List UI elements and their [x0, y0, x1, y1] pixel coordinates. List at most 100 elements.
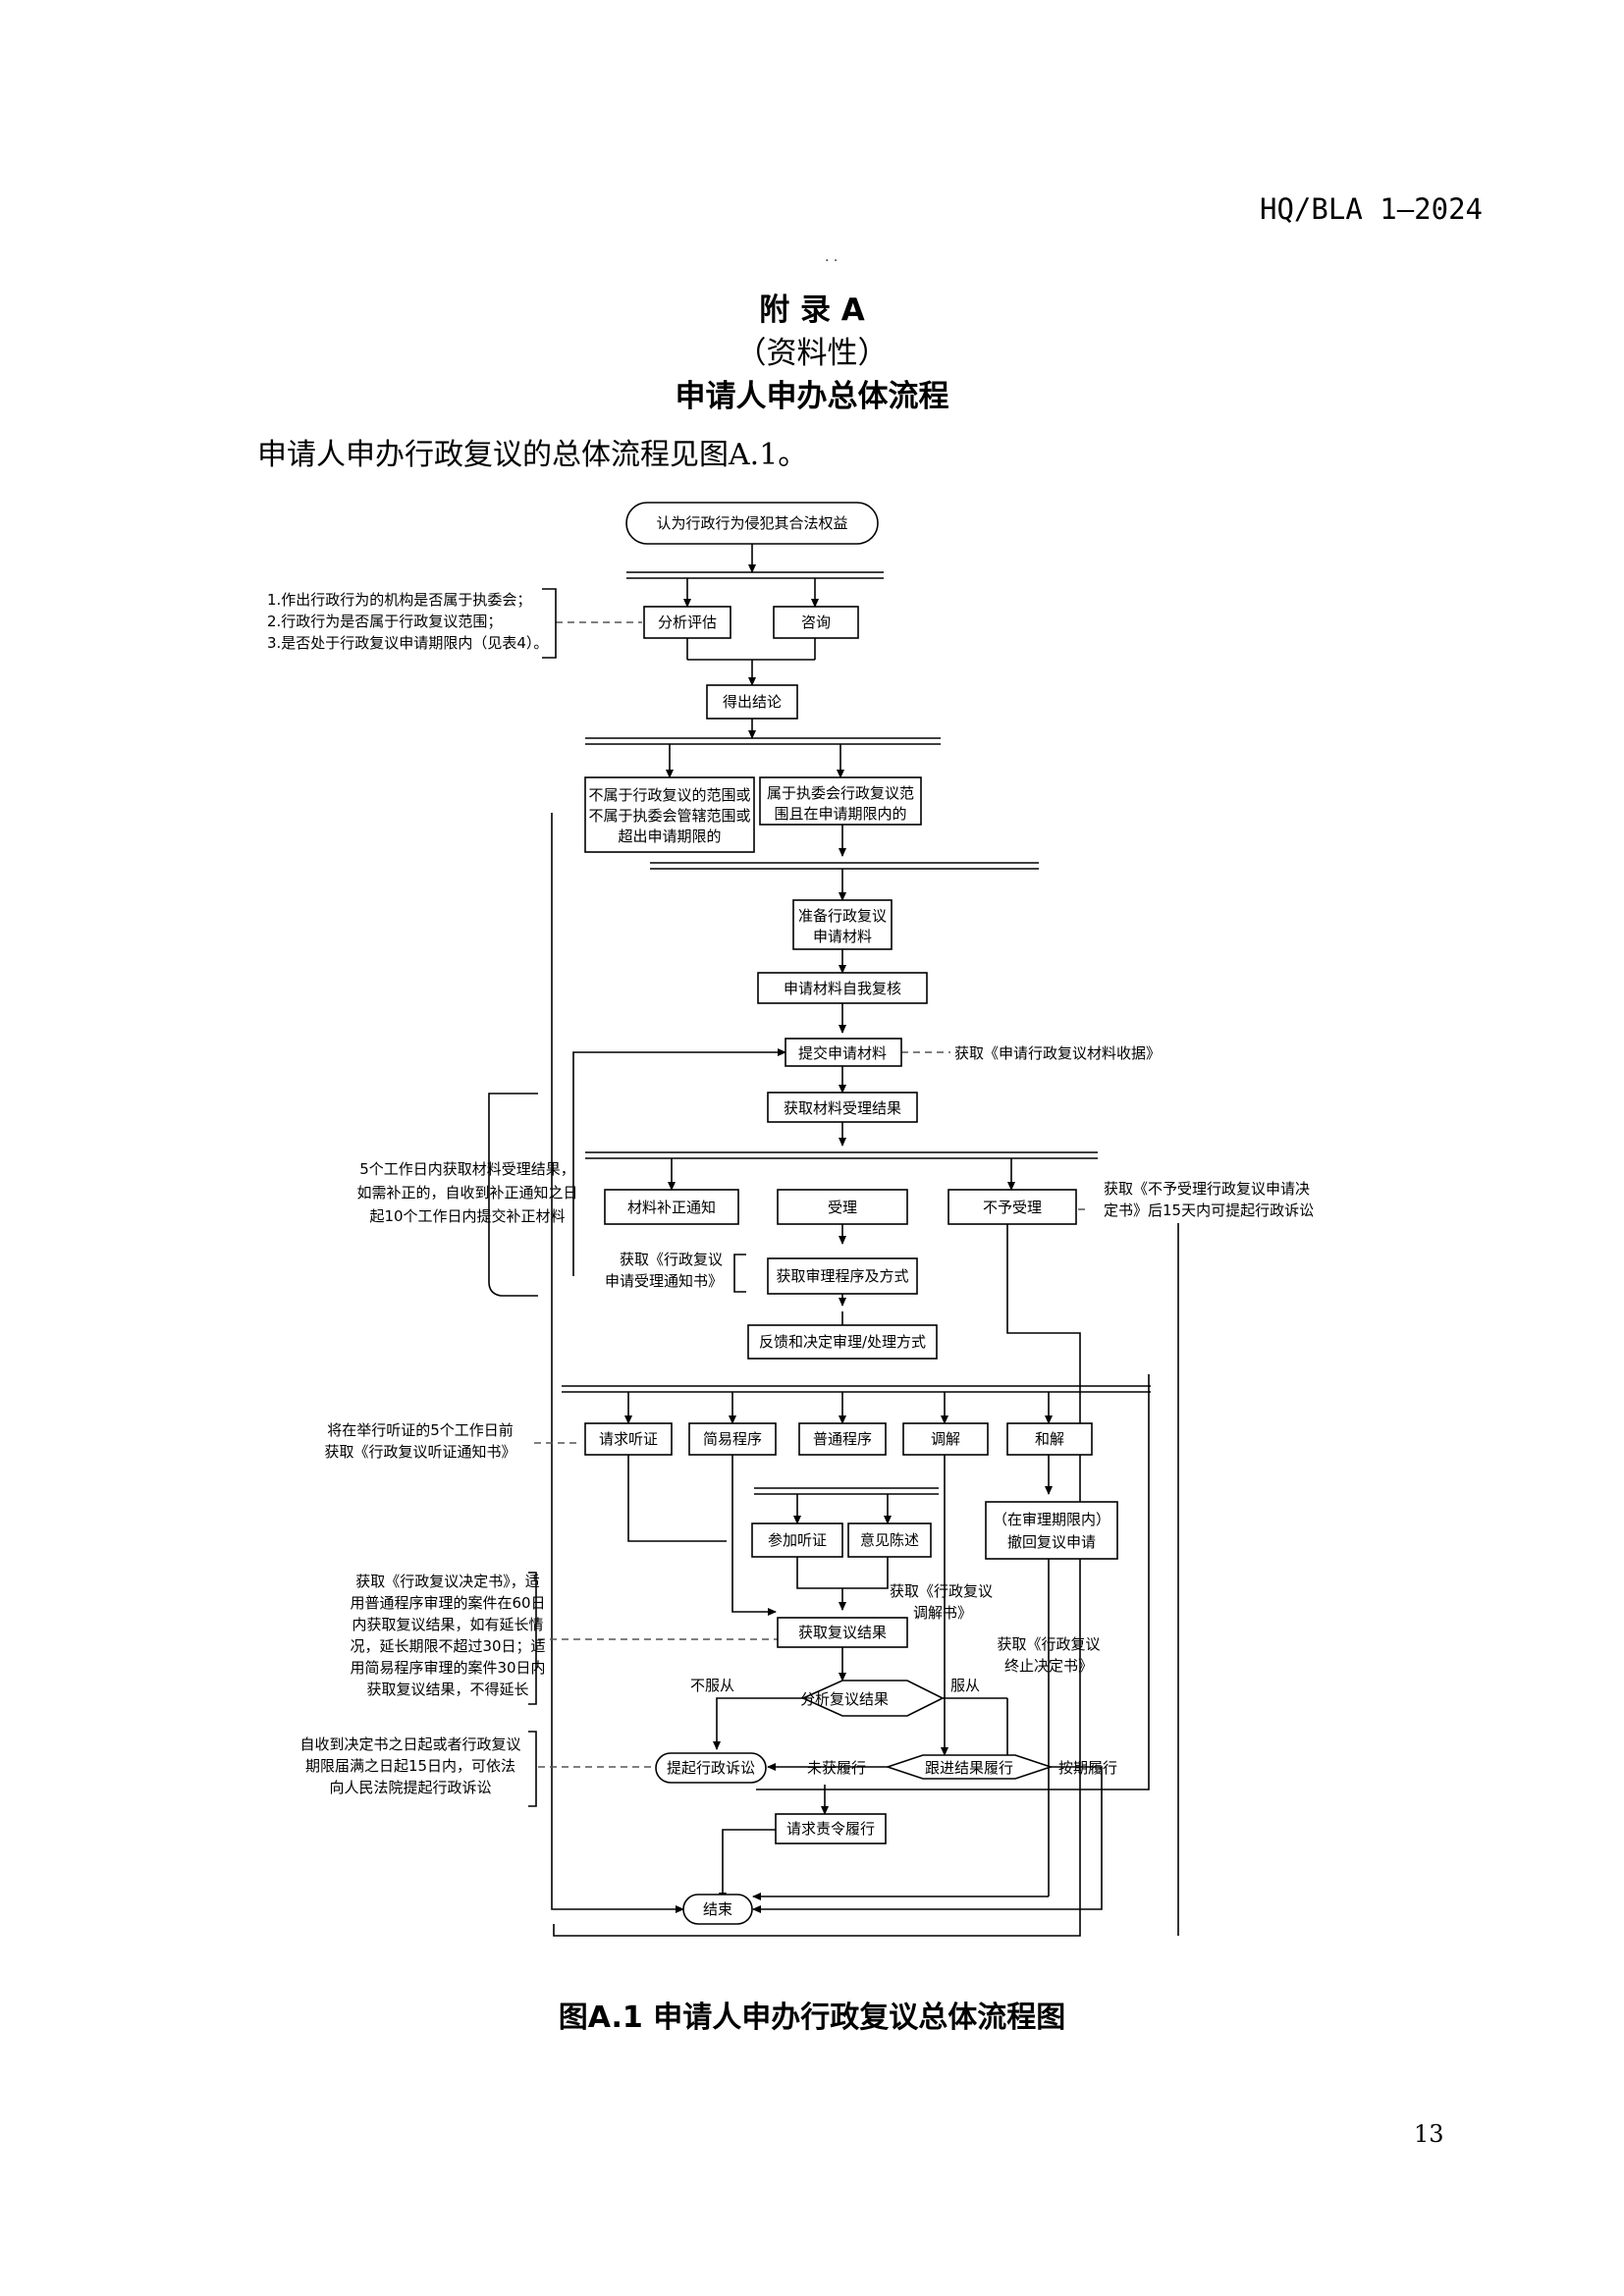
- flow-label: （在审理期限内）: [993, 1511, 1110, 1528]
- node-out-of-scope: [584, 776, 755, 853]
- flow-label: 如需补正的，自收到补正通知之日: [356, 1184, 577, 1201]
- standard-code: HQ/BLA 1—2024: [1260, 192, 1483, 226]
- note-brackets: [488, 588, 746, 1807]
- flow-label: 不属于行政复议的范围或: [588, 786, 750, 804]
- start-text: 认为行政行为侵犯其合法权益: [656, 514, 847, 532]
- flow-label: 申请受理通知书》: [605, 1272, 723, 1290]
- flow-label: 不予受理: [983, 1199, 1042, 1216]
- flow-label: 用普通程序审理的案件在60日: [350, 1594, 545, 1612]
- intro-paragraph: 申请人申办行政复议的总体流程见图A.1。: [257, 438, 808, 472]
- flow-label: 获取复议结果，不得延长: [366, 1681, 528, 1698]
- flow-label: 获取审理程序及方式: [776, 1267, 908, 1285]
- node-statement: [847, 1522, 932, 1558]
- node-feedback: [747, 1324, 938, 1360]
- page-number: 13: [1414, 2120, 1444, 2148]
- flow-connectors: [551, 544, 1179, 1937]
- end-terminal: [682, 1894, 753, 1925]
- node-consult: [773, 606, 859, 639]
- flow-label: 内获取复议结果，如有延长情: [352, 1616, 543, 1633]
- flow-label: 请求听证: [599, 1430, 658, 1448]
- flow-label: 不属于执委会管辖范围或: [588, 807, 750, 825]
- annex-title: 附 录 A: [759, 293, 865, 328]
- figure-caption: 图A.1 申请人申办行政复议总体流程图: [558, 2001, 1066, 2035]
- flow-label: 定书》后15天内可提起行政诉讼: [1104, 1201, 1314, 1219]
- note-receipt: 获取《申请行政复议材料收据》: [954, 1044, 1161, 1062]
- flow-label: 和解: [1035, 1430, 1064, 1448]
- node-get-result: [767, 1092, 918, 1123]
- node-sue: [655, 1752, 767, 1784]
- section-title: 申请人申办总体流程: [675, 379, 949, 414]
- flow-label: 获取《行政复议听证通知书》: [324, 1443, 515, 1461]
- flow-label: 准备行政复议: [798, 907, 887, 925]
- flow-label: 调解书》: [913, 1604, 972, 1622]
- node-withdraw: [985, 1501, 1118, 1560]
- flow-label: 期限届满之日起15日内，可依法: [305, 1757, 515, 1775]
- note-hearing: 将在举行听证的5个工作日前: [327, 1421, 514, 1439]
- node-submit: [785, 1038, 902, 1067]
- flow-label: 2.行政行为是否属于行政复议范围；: [267, 613, 502, 630]
- flow-label: 用简易程序审理的案件30日内: [350, 1659, 545, 1677]
- flow-label: 提起行政诉讼: [667, 1759, 755, 1777]
- flow-label: 属于执委会行政复议范: [767, 784, 914, 802]
- flow-label: 撤回复议申请: [1007, 1533, 1096, 1551]
- node-supplement: [604, 1189, 739, 1225]
- flow-label: 调解: [931, 1430, 960, 1448]
- flow-label: 参加听证: [768, 1531, 827, 1549]
- note-termination-doc: 获取《行政复议: [997, 1635, 1100, 1653]
- note-scope: 1.作出行政行为的机构是否属于执委会；: [267, 591, 531, 609]
- node-accept: [777, 1189, 908, 1225]
- note-accept-notice: 获取《行政复议: [620, 1251, 723, 1268]
- label-disagree: 不服从: [690, 1677, 734, 1694]
- label-performed: 按期履行: [1058, 1759, 1117, 1777]
- flow-label: 意见陈述: [860, 1531, 919, 1549]
- node-hearing: [584, 1422, 673, 1456]
- flow-label: 简易程序: [703, 1430, 762, 1448]
- flow-label: 分析评估: [658, 614, 717, 631]
- note-reject: 获取《不予受理行政复议申请决: [1104, 1180, 1310, 1198]
- flow-label: 普通程序: [813, 1430, 872, 1448]
- flow-label: 起10个工作日内提交补正材料: [369, 1207, 565, 1225]
- node-get-review-result: [777, 1617, 908, 1648]
- flow-label: 跟进结果履行: [925, 1759, 1013, 1777]
- node-analyze: [643, 606, 731, 639]
- label-agree: 服从: [950, 1677, 980, 1694]
- page-dots: . .: [825, 249, 839, 265]
- node-request-order: [775, 1813, 887, 1844]
- node-mediation: [902, 1422, 989, 1456]
- node-normal: [798, 1422, 887, 1456]
- node-procedure: [767, 1257, 918, 1295]
- flow-label: 获取复议结果: [798, 1624, 887, 1641]
- flow-label: 提交申请材料: [798, 1044, 887, 1062]
- node-in-scope: [759, 776, 922, 826]
- flow-label: 材料补正通知: [627, 1199, 716, 1216]
- decision-follow-up: [885, 1754, 1054, 1780]
- flow-label: 请求责令履行: [786, 1820, 875, 1838]
- flow-label: 超出申请期限的: [618, 828, 721, 845]
- flow-label: 申请材料自我复核: [784, 980, 901, 997]
- flow-label: 得出结论: [723, 693, 782, 711]
- note-5days: 5个工作日内获取材料受理结果，: [359, 1160, 575, 1178]
- node-conclude: [706, 684, 798, 720]
- node-settlement: [1006, 1422, 1093, 1456]
- label-not-performed: 未获履行: [807, 1759, 866, 1777]
- flow-label: 分析复议结果: [800, 1690, 889, 1708]
- flow-label: 咨询: [801, 614, 831, 631]
- note-mediation-doc: 获取《行政复议: [890, 1582, 993, 1600]
- flow-label: 结束: [703, 1900, 732, 1918]
- node-self-check: [757, 972, 928, 1004]
- flow-label: 3.是否处于行政复议申请期限内（见表4）。: [267, 634, 548, 652]
- annex-type: （资料性）: [735, 336, 889, 371]
- node-prepare: [792, 899, 893, 950]
- flow-label: 终止决定书》: [1004, 1657, 1093, 1675]
- flow-label: 况，延长期限不超过30日；适: [350, 1637, 545, 1655]
- flow-label: 反馈和决定审理/处理方式: [759, 1333, 926, 1351]
- node-attend-hearing: [751, 1522, 843, 1558]
- flow-label: 向人民法院提起行政诉讼: [329, 1779, 491, 1796]
- decision-analyze-result: [801, 1680, 945, 1717]
- flow-label: 获取材料受理结果: [784, 1099, 901, 1117]
- node-simple: [688, 1422, 777, 1456]
- note-decision: 获取《行政复议决定书》，适: [355, 1573, 540, 1590]
- node-reject: [947, 1189, 1077, 1225]
- start-terminal: [625, 502, 879, 545]
